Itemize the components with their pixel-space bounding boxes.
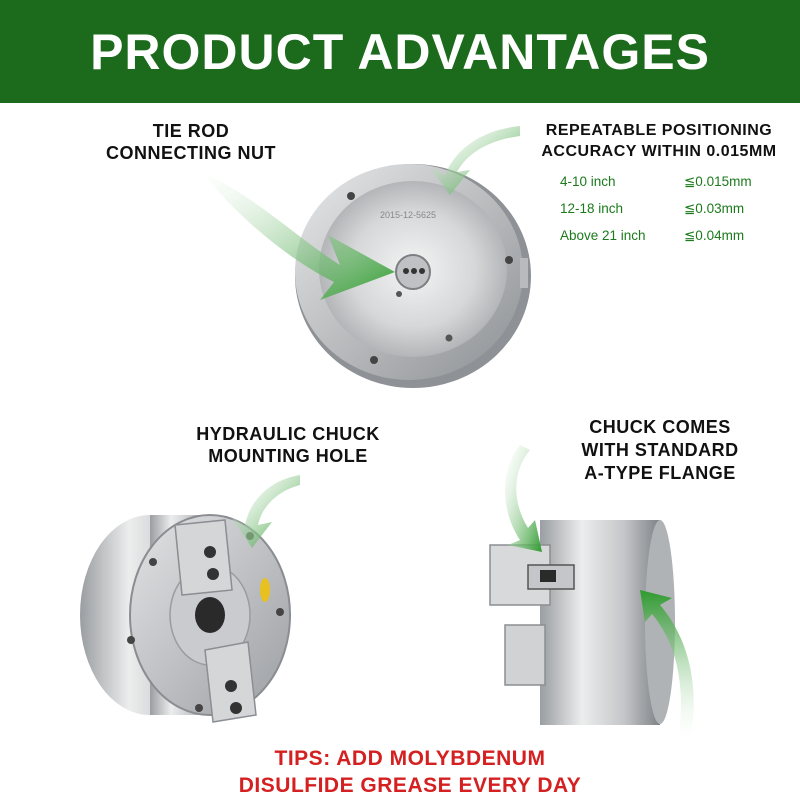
spec-size: 4-10 inch: [560, 174, 616, 189]
spec-accuracy: ≦0.04mm: [684, 227, 745, 243]
label-tie-rod-text: TIE ROD CONNECTING NUT: [106, 121, 276, 163]
tips-text: TIPS: ADD MOLYBDENUM DISULFIDE GREASE EV…: [150, 745, 670, 799]
label-hydraulic: HYDRAULIC CHUCK MOUNTING HOLE: [168, 423, 408, 467]
label-chuck: CHUCK COMES WITH STANDARD A-TYPE FLANGE: [560, 416, 760, 485]
spec-size: 12-18 inch: [560, 201, 624, 216]
tips-text-content: TIPS: ADD MOLYBDENUM DISULFIDE GREASE EV…: [238, 747, 582, 797]
curved-arrow-icon: [640, 590, 694, 740]
hydraulic-chuck: [80, 514, 291, 723]
spec-accuracy: ≦0.015mm: [684, 173, 752, 189]
table-row: Above 21 inch ≦0.04mm: [560, 222, 790, 249]
page-title: PRODUCT ADVANTAGES: [90, 23, 710, 80]
flange-chuck: [489, 520, 675, 725]
label-repeatable-text: REPEATABLE POSITIONING ACCURACY WITHIN 0…: [541, 122, 777, 160]
plate-engraving: 2015-12-5625: [380, 210, 436, 220]
spec-size: Above 21 inch: [560, 228, 646, 243]
table-row: 4-10 inch ≦0.015mm: [560, 168, 790, 195]
spec-accuracy: ≦0.03mm: [684, 200, 745, 216]
accuracy-table: 4-10 inch ≦0.015mm 12-18 inch ≦0.03mm Ab…: [560, 168, 790, 249]
label-chuck-text: CHUCK COMES WITH STANDARD A-TYPE FLANGE: [581, 417, 739, 483]
table-row: 12-18 inch ≦0.03mm: [560, 195, 790, 222]
curved-arrow-icon: [232, 475, 300, 548]
label-tie-rod: TIE ROD CONNECTING NUT: [86, 120, 296, 164]
label-repeatable: REPEATABLE POSITIONING ACCURACY WITHIN 0…: [520, 120, 798, 162]
straight-arrow-icon: [200, 170, 395, 300]
header-banner: PRODUCT ADVANTAGES: [0, 0, 800, 103]
curved-arrow-icon: [505, 445, 542, 552]
label-hydraulic-text: HYDRAULIC CHUCK MOUNTING HOLE: [196, 424, 380, 466]
curved-arrow-icon: [430, 126, 520, 195]
back-plate: 2015-12-5625: [295, 164, 531, 388]
